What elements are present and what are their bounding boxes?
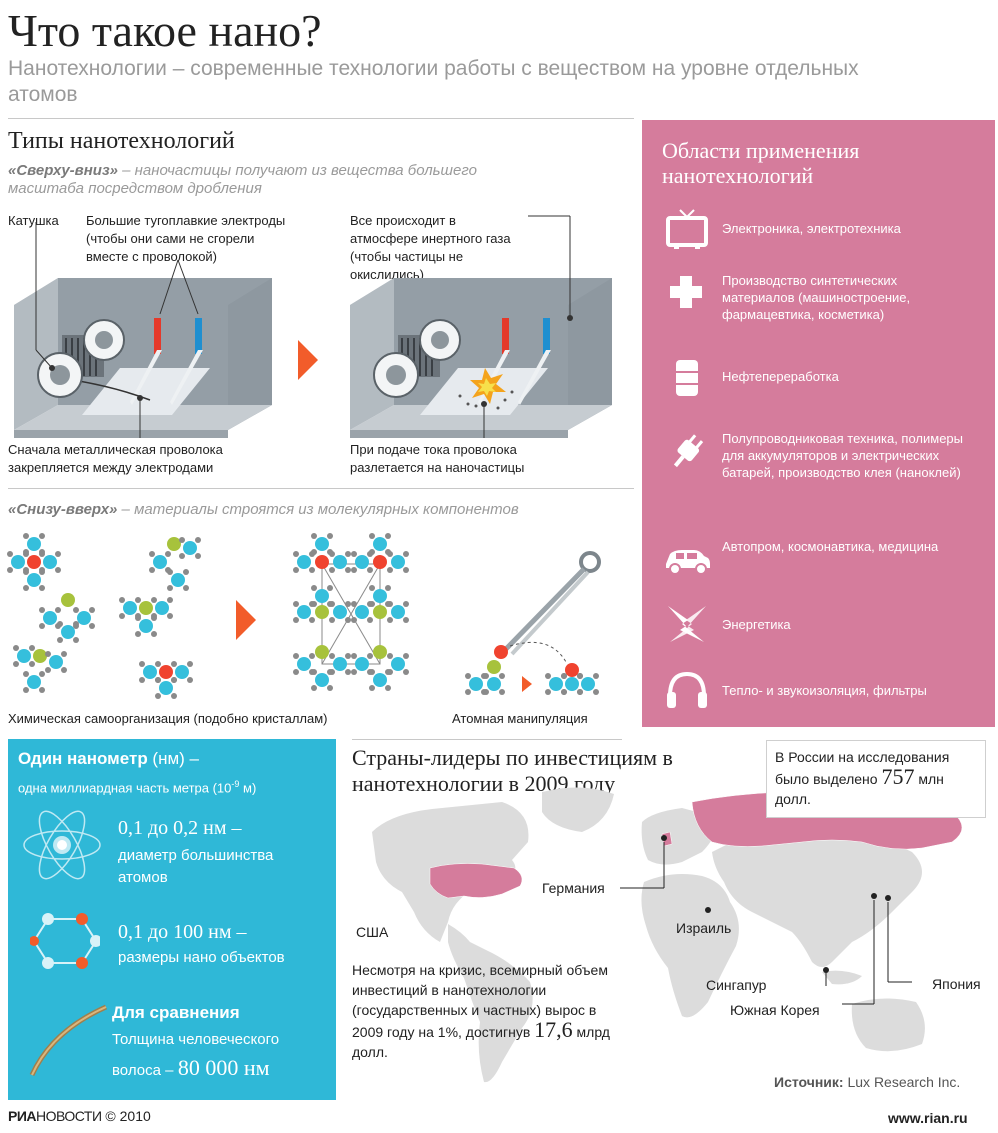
hair-text-a: Толщина человеческого [112, 1031, 280, 1048]
divider [8, 118, 634, 119]
country-label-israel: Израиль [676, 920, 732, 936]
continents [372, 787, 925, 1083]
nanometer-title: Один нанометр (нм) – [18, 749, 199, 769]
top-down-illustration [14, 215, 612, 438]
application-text: Нефтепереработка [722, 369, 839, 384]
atomic-manipulation-caption: Атомная манипуляция [452, 711, 588, 726]
top-down-caption: «Сверху-вниз» – наночастицы получают из … [8, 162, 548, 198]
footer: РИАНОВОСТИ © 2010 [8, 1108, 151, 1124]
bottom-up-caption: «Снизу-вверх» – материалы строятся из мо… [8, 501, 628, 519]
objects-description: размеры нано объектов [118, 949, 285, 966]
top-down-desc: – наночастицы получают из вещества больш… [8, 162, 477, 197]
country-markers [661, 835, 891, 973]
hair-icon [29, 1004, 108, 1077]
logo-part-b: НОВОСТИ [36, 1108, 102, 1124]
usa-shape [429, 863, 523, 899]
car-icon [666, 550, 710, 575]
global-investment-value: 17,6 [534, 1017, 573, 1042]
plug-icon [673, 434, 704, 468]
page-title: Что такое нано? [8, 5, 322, 56]
leader-lines [620, 842, 912, 1005]
molecule-cluster-1 [7, 533, 201, 699]
country-label-korea: Южная Корея [730, 1002, 820, 1018]
application-text: Энергетика [722, 617, 791, 632]
coil-1 [37, 319, 125, 398]
hair-text-b: волоса – [112, 1062, 174, 1079]
hair-line: волоса – 80 000 нм [112, 1055, 270, 1082]
nanometer-title-text: Один нанометр [18, 749, 148, 768]
step2-caption: При подаче тока проволока разлетается на… [350, 442, 525, 475]
ria-logo: РИАНОВОСТИ [8, 1108, 102, 1124]
objects-range: 0,1 до 100 нм – [118, 921, 247, 943]
country-label-germany: Германия [542, 880, 605, 896]
headphones-icon [667, 671, 707, 708]
molecule-ring-icon [30, 913, 100, 969]
applications-heading: Области применения нанотехнологий [662, 138, 860, 188]
nanometer-unit: (нм) – [147, 749, 200, 768]
chamber-2 [350, 215, 612, 438]
move-path [509, 641, 567, 663]
divider [8, 488, 634, 489]
application-text: Тепло- и звукоизоляция, фильтры [722, 683, 927, 698]
comparison-title: Для сравнения [112, 1003, 240, 1022]
logo-part-a: РИА [8, 1108, 37, 1124]
atom-icon [23, 810, 101, 880]
application-text: Полупроводниковая техника, полимеры для … [722, 431, 964, 480]
application-text: Производство синтетических материалов (м… [722, 273, 911, 322]
crisis-unit: млрд долл. [352, 1024, 610, 1060]
process-arrow [298, 340, 318, 380]
world-map [372, 787, 963, 1083]
country-label-japan: Япония [932, 976, 981, 992]
spark-icon [470, 368, 506, 404]
copyright: © 2010 [101, 1108, 151, 1124]
global-investment-note: Несмотря на кризис, всемирный объем инве… [352, 960, 622, 1062]
self-organization-caption: Химическая самоорганизация (подобно крис… [8, 711, 328, 726]
barrel-icon [676, 360, 698, 396]
atoms-range: 0,1 до 0,2 нм – [118, 817, 242, 839]
russia-investment-note: В России на исследования было выделено 7… [766, 740, 986, 818]
process-arrow [236, 600, 256, 640]
definition-text: одна миллиардная часть метра (10 [18, 780, 232, 796]
definition-exponent: -9 [231, 779, 240, 789]
nanometer-definition: одна миллиардная часть метра (10-9 м) [18, 779, 256, 795]
lightning-icon [668, 606, 706, 642]
divider [352, 739, 622, 740]
application-text: Электроника, электротехника [722, 221, 901, 236]
source-value: Lux Research Inc. [843, 1074, 961, 1090]
source-line: Источник: Lux Research Inc. [774, 1074, 960, 1090]
tv-icon [666, 209, 708, 249]
bottom-up-illustration [7, 533, 601, 699]
bottom-up-name: «Снизу-вверх» [8, 501, 118, 518]
page-subtitle: Нанотехнологии – современные технологии … [8, 57, 859, 106]
bottom-up-desc: – материалы строятся из молекулярных ком… [117, 501, 519, 518]
crystal-lattice [293, 533, 409, 691]
crisis-text: Несмотря на кризис, всемирный объем инве… [352, 962, 608, 1040]
russia-value: 757 [881, 764, 915, 789]
chamber-1 [14, 222, 272, 438]
types-heading: Типы нанотехнологий [8, 128, 235, 154]
top-down-name: «Сверху-вниз» [8, 162, 118, 179]
hair-value: 80 000 нм [177, 1055, 270, 1080]
country-label-usa: США [356, 924, 389, 940]
tweezers-icon [494, 551, 601, 659]
process-arrow [522, 676, 532, 692]
website-link[interactable]: www.rian.ru [888, 1110, 968, 1126]
atoms-description: диаметр большинства атомов [118, 847, 274, 886]
source-label: Источник: [774, 1074, 844, 1090]
nanometer-box: Один нанометр (нм) – одна миллиардная ча… [8, 739, 336, 1100]
russia-note-text: В России на исследования было выделено [775, 749, 950, 787]
electrodes-label: Большие тугоплавкие электроды (чтобы они… [86, 213, 286, 264]
russia-note-unit: млн долл. [775, 771, 944, 807]
coil-label: Катушка [8, 213, 59, 228]
applications-panel: Области применения нанотехнологий Электр… [642, 120, 995, 727]
application-text: Автопром, космонавтика, медицина [722, 539, 939, 554]
step1-caption: Сначала металлическая проволока закрепля… [8, 442, 223, 475]
cross-icon [670, 276, 702, 308]
definition-unit: м) [239, 780, 257, 796]
country-label-singapore: Сингапур [706, 977, 767, 993]
